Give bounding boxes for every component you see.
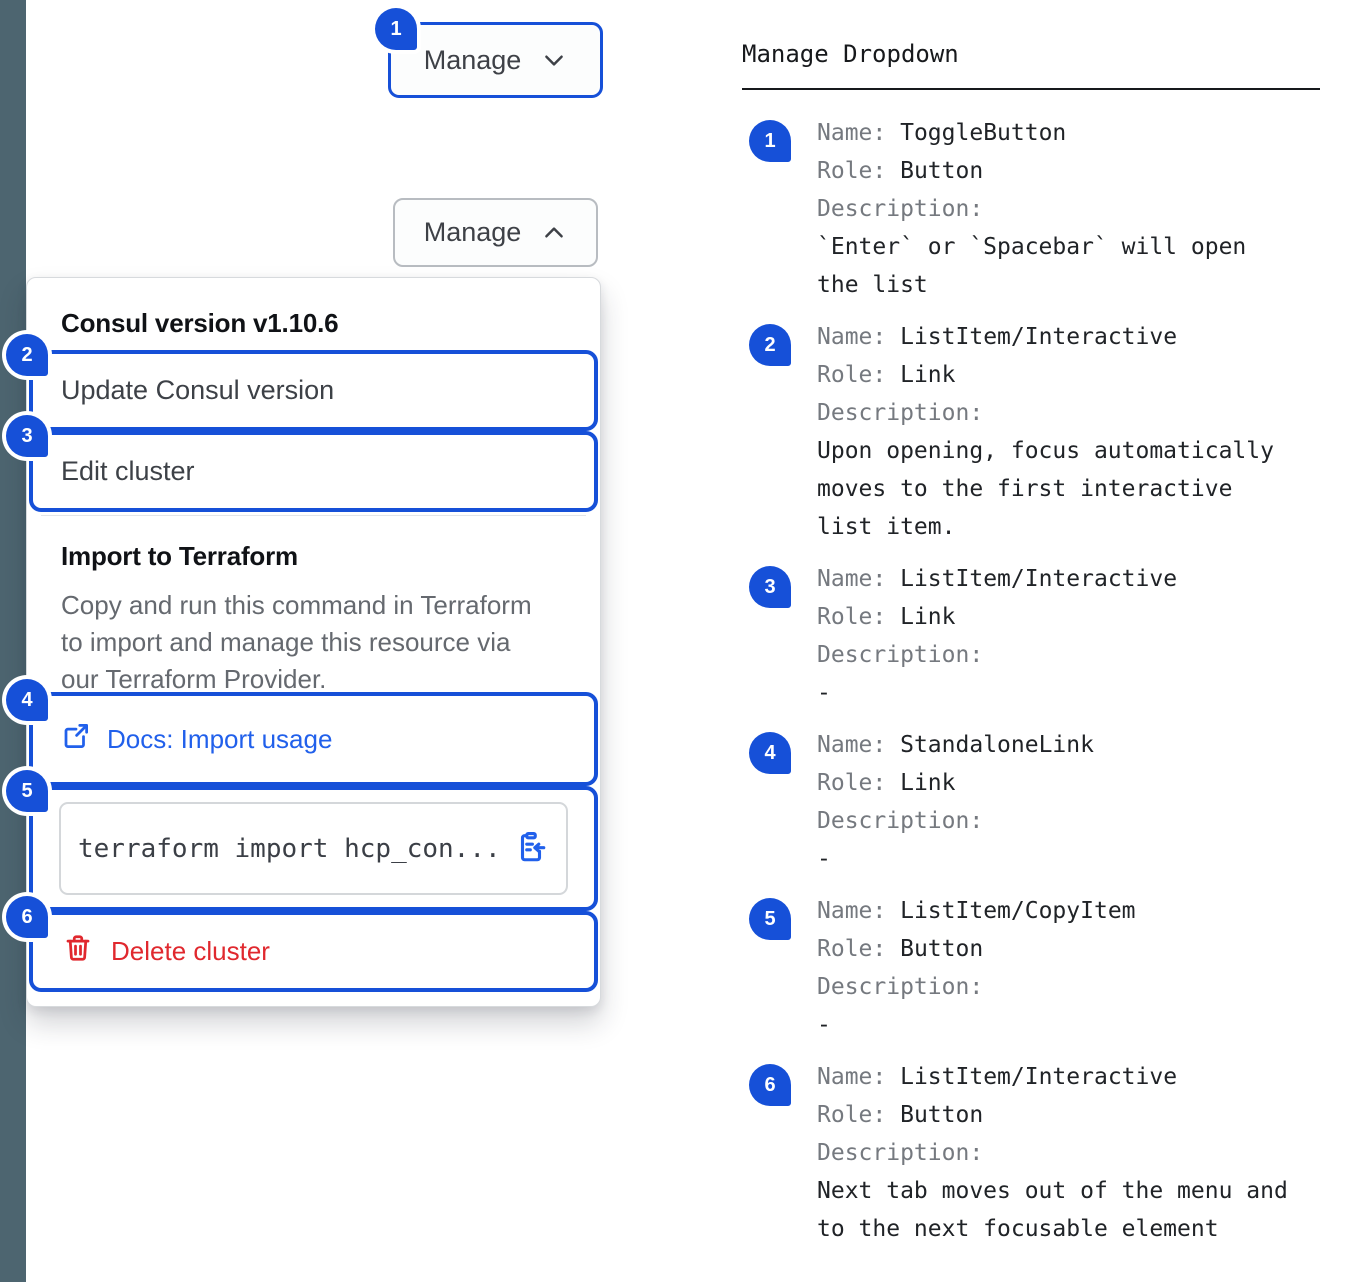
menu-item-update-consul-version[interactable]: Update Consul version	[61, 375, 335, 405]
annotation-badge-3: 3	[6, 415, 48, 457]
chevron-up-icon	[541, 220, 567, 246]
annotation-outline-2: Update Consul version	[29, 350, 598, 431]
manage-dropdown-menu: Consul version v1.10.6 Update Consul ver…	[26, 277, 601, 1007]
component-name: ListItem/Interactive	[900, 1064, 1178, 1090]
annotation-outline-6: Delete cluster	[29, 911, 598, 992]
description-label: Description:	[817, 1140, 984, 1166]
legend-badge-4: 4	[749, 732, 791, 774]
manage-button-label: Manage	[423, 217, 522, 247]
annotation-badge-5: 5	[6, 770, 48, 812]
component-role: Link	[900, 604, 956, 630]
menu-item-edit-cluster[interactable]: Edit cluster	[61, 456, 195, 486]
import-to-terraform-heading: Import to Terraform	[61, 541, 298, 571]
annotation-badge-6: 6	[6, 896, 48, 938]
component-description: -	[817, 1012, 831, 1038]
component-description: -	[817, 846, 831, 872]
description-label: Description:	[817, 808, 984, 834]
manage-toggle-button-open[interactable]: Manage	[393, 198, 598, 267]
component-name: ListItem/Interactive	[900, 566, 1178, 592]
menu-item-delete-cluster[interactable]: Delete cluster	[33, 933, 270, 970]
component-name: ToggleButton	[900, 120, 1067, 146]
component-description: Upon opening, focus automatically moves …	[817, 438, 1274, 540]
trash-icon	[63, 933, 93, 970]
legend-item-2: 2 Name: ListItem/Interactive Role: Link …	[742, 318, 1320, 546]
component-description: -	[817, 680, 831, 706]
component-role: Button	[900, 158, 984, 184]
name-label: Name:	[817, 120, 887, 146]
legend-badge-2: 2	[749, 324, 791, 366]
annotation-outline-5: terraform import hcp_con...	[29, 786, 598, 911]
annotation-badge-1: 1	[375, 8, 417, 50]
legend-rule	[742, 88, 1320, 90]
description-label: Description:	[817, 196, 984, 222]
import-description: Copy and run this command in Terraform t…	[61, 590, 532, 694]
delete-cluster-label: Delete cluster	[111, 936, 270, 966]
terraform-import-code-field[interactable]: terraform import hcp_con...	[59, 802, 568, 895]
annotation-badge-2: 2	[6, 334, 48, 376]
annotation-outline-3: Edit cluster	[29, 431, 598, 512]
consul-version-label: Consul version v1.10.6	[61, 308, 339, 338]
component-role: Link	[900, 770, 956, 796]
legend-item-6: 6 Name: ListItem/Interactive Role: Butto…	[742, 1058, 1320, 1248]
legend-badge-3: 3	[749, 566, 791, 608]
docs-link-label: Docs: Import usage	[107, 723, 333, 754]
role-label: Role:	[817, 1102, 887, 1128]
component-description: `Enter` or `Spacebar` will open the list	[817, 234, 1247, 298]
legend-item-5: 5 Name: ListItem/CopyItem Role: Button D…	[742, 892, 1320, 1044]
component-role: Button	[900, 936, 984, 962]
description-label: Description:	[817, 642, 984, 668]
legend-item-1: 1 Name: ToggleButton Role: Button Descri…	[742, 114, 1320, 304]
component-name: StandaloneLink	[900, 732, 1094, 758]
terraform-import-command: terraform import hcp_con...	[78, 833, 501, 864]
role-label: Role:	[817, 604, 887, 630]
description-label: Description:	[817, 974, 984, 1000]
left-edge-strip	[0, 0, 26, 1282]
description-label: Description:	[817, 400, 984, 426]
legend-badge-5: 5	[749, 898, 791, 940]
legend-item-4: 4 Name: StandaloneLink Role: Link Descri…	[742, 726, 1320, 878]
name-label: Name:	[817, 566, 887, 592]
manage-toggle-button-closed[interactable]: Manage	[388, 22, 603, 98]
menu-divider	[41, 515, 586, 516]
component-role: Link	[900, 362, 956, 388]
name-label: Name:	[817, 732, 887, 758]
name-label: Name:	[817, 1064, 887, 1090]
legend-badge-1: 1	[749, 120, 791, 162]
name-label: Name:	[817, 898, 887, 924]
legend-title: Manage Dropdown	[742, 40, 959, 68]
copy-to-clipboard-button[interactable]	[514, 830, 548, 867]
component-name: ListItem/CopyItem	[900, 898, 1136, 924]
annotation-outline-4: Docs: Import usage	[29, 692, 598, 786]
clipboard-copy-icon	[514, 830, 548, 867]
role-label: Role:	[817, 362, 887, 388]
role-label: Role:	[817, 158, 887, 184]
name-label: Name:	[817, 324, 887, 350]
legend-badge-6: 6	[749, 1064, 791, 1106]
chevron-down-icon	[541, 47, 567, 73]
manage-button-label: Manage	[423, 44, 522, 75]
annotation-badge-4: 4	[6, 679, 48, 721]
legend-panel: Manage Dropdown 1 Name: ToggleButton Rol…	[742, 40, 1320, 1262]
component-description: Next tab moves out of the menu and to th…	[817, 1178, 1288, 1242]
external-link-icon	[61, 721, 91, 758]
component-name: ListItem/Interactive	[900, 324, 1178, 350]
legend-item-3: 3 Name: ListItem/Interactive Role: Link …	[742, 560, 1320, 712]
docs-import-usage-link[interactable]: Docs: Import usage	[33, 721, 332, 758]
role-label: Role:	[817, 936, 887, 962]
role-label: Role:	[817, 770, 887, 796]
component-role: Button	[900, 1102, 984, 1128]
